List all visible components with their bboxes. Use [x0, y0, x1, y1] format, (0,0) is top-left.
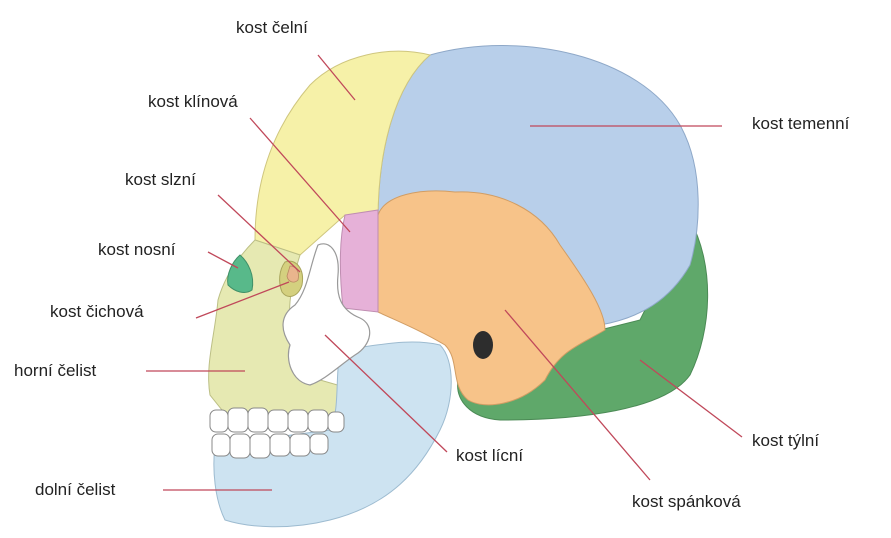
ear-canal	[473, 331, 493, 359]
label-mandible: dolní čelist	[35, 480, 115, 500]
sphenoid-bone	[340, 210, 378, 312]
label-ethmoid: kost čichová	[50, 302, 144, 322]
label-occipital: kost týlní	[752, 431, 819, 451]
leader-nasal	[208, 252, 238, 268]
label-parietal: kost temenní	[752, 114, 849, 134]
label-frontal: kost čelní	[236, 18, 308, 38]
label-zygomatic: kost lícní	[456, 446, 523, 466]
label-lacrimal: kost slzní	[125, 170, 196, 190]
label-sphenoid: kost klínová	[148, 92, 238, 112]
label-nasal: kost nosní	[98, 240, 176, 260]
label-temporal: kost spánková	[632, 492, 741, 512]
label-maxilla: horní čelist	[14, 361, 96, 381]
